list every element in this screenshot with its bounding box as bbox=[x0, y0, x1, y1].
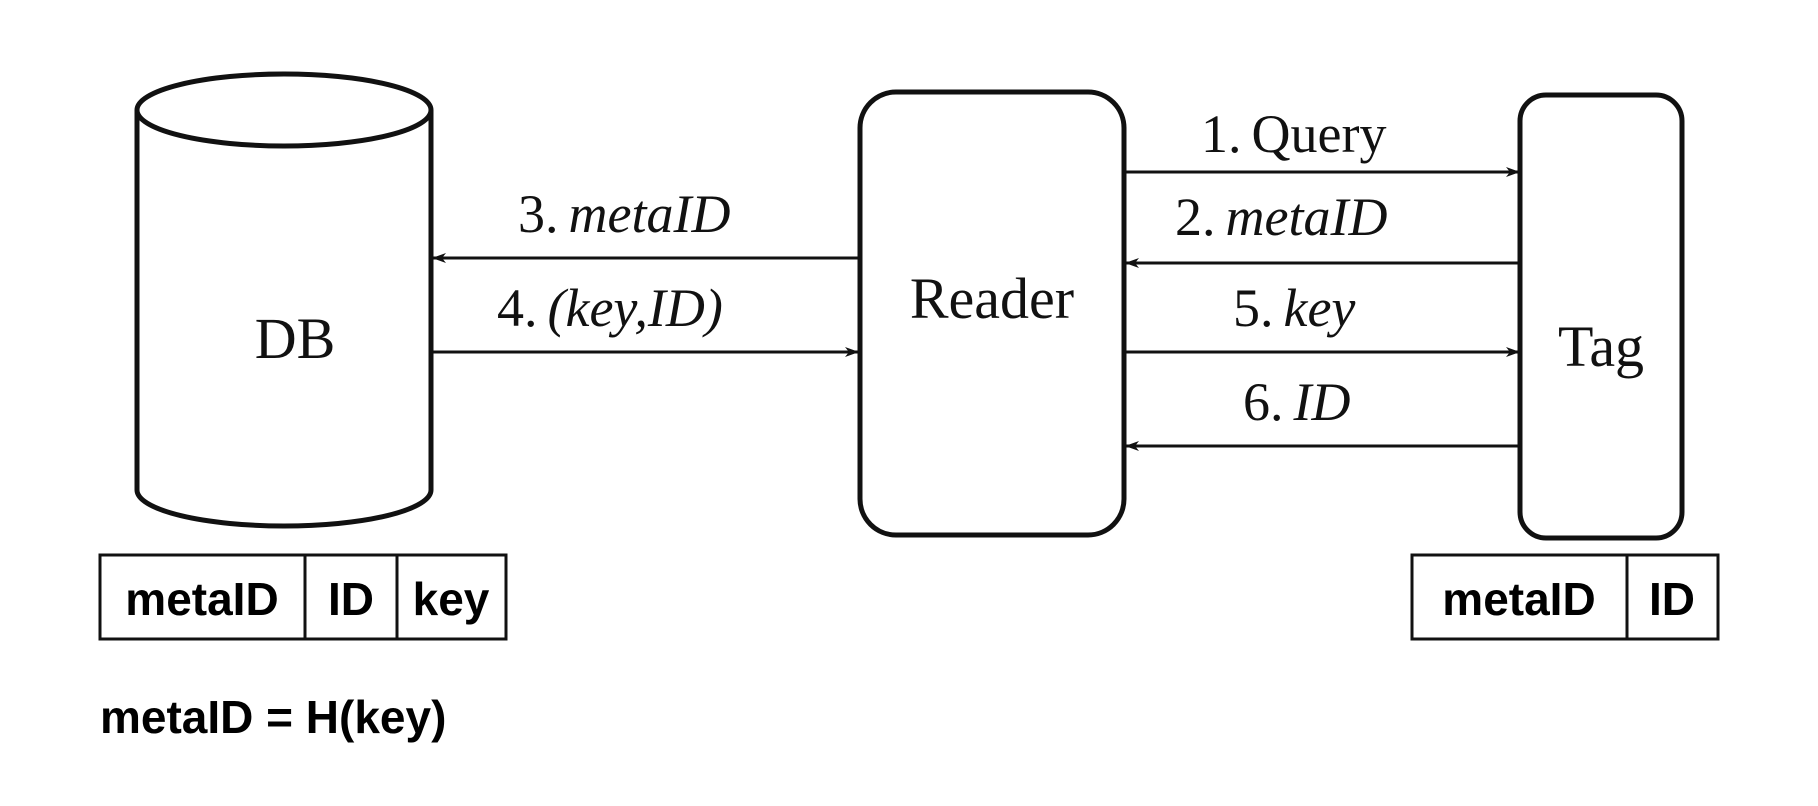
tag-table: metaID ID bbox=[1410, 553, 1720, 641]
reader-box: Reader bbox=[857, 89, 1127, 538]
message-label-metaid-tag: 2.metaID bbox=[1175, 187, 1387, 247]
message-label-metaid-db: 3.metaID bbox=[518, 184, 730, 244]
message-label-id: 6.ID bbox=[1243, 372, 1350, 432]
db-table: metaID ID key bbox=[98, 553, 508, 641]
tag-table-cell-id: ID bbox=[1649, 573, 1695, 625]
db-table-cell-metaid: metaID bbox=[125, 573, 278, 625]
db-cylinder: DB bbox=[134, 71, 434, 529]
reader-label: Reader bbox=[910, 266, 1074, 331]
tag-table-cell-metaid: metaID bbox=[1442, 573, 1595, 625]
tag-box: Tag bbox=[1517, 92, 1685, 541]
formula: metaID = H(key) bbox=[100, 691, 446, 743]
tag-label: Tag bbox=[1558, 314, 1644, 379]
message-label-key: 5.key bbox=[1233, 278, 1355, 338]
message-label-query: 1.Query bbox=[1201, 104, 1386, 164]
db-table-cell-id: ID bbox=[328, 573, 374, 625]
message-label-key-id: 4.(key,ID) bbox=[497, 278, 723, 338]
db-label: DB bbox=[255, 306, 336, 371]
db-table-cell-key: key bbox=[413, 573, 490, 625]
